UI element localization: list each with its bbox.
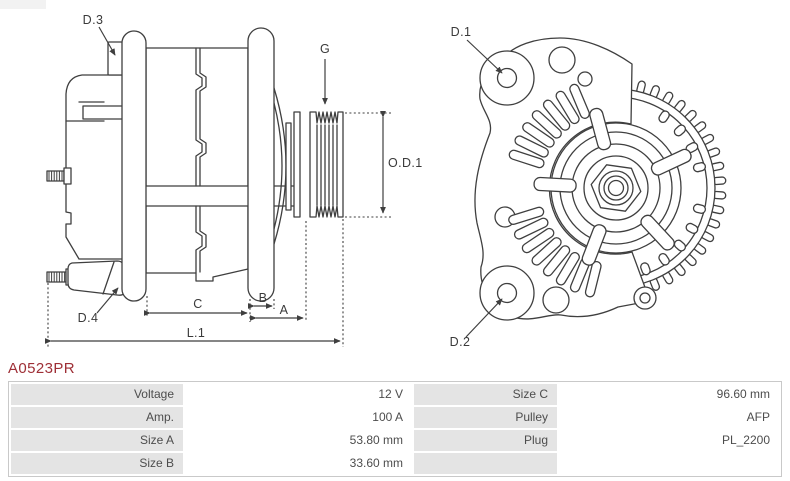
spec-value: 12 V — [378, 387, 403, 401]
spec-value: PL_2200 — [721, 433, 770, 447]
alternator-technical-diagram: D.3 G O.D.1 D.4 C B A L.1 D.1 D.2 — [44, 13, 727, 349]
spec-value — [559, 453, 779, 474]
spec-label: Voltage — [11, 384, 183, 405]
spec-label — [414, 453, 557, 474]
spec-label: Size A — [11, 430, 183, 451]
dim-label-d1: D.1 — [451, 25, 472, 39]
dimension-labels: D.3 G O.D.1 D.4 C B A L.1 D.1 D.2 — [78, 13, 472, 349]
dim-label-d4: D.4 — [78, 311, 99, 325]
spec-label: Amp. — [11, 407, 183, 428]
spec-value: 100 A — [372, 410, 403, 424]
dim-label-a: A — [280, 303, 289, 317]
dim-label-b: B — [259, 291, 268, 305]
spec-label: Size C — [414, 384, 557, 405]
dim-label-od1: O.D.1 — [388, 156, 423, 170]
spec-value: 53.80 mm — [349, 433, 403, 447]
spec-value: 33.60 mm — [349, 456, 403, 470]
watermark — [0, 0, 46, 9]
spec-label: Size B — [11, 453, 183, 474]
spec-value: AFP — [746, 410, 770, 424]
part-number-heading: A0523PR — [8, 360, 76, 377]
dim-label-d2: D.2 — [450, 335, 471, 349]
spec-label: Pulley — [414, 407, 557, 428]
rear-view-drawing — [474, 37, 727, 321]
dim-label-d3: D.3 — [83, 13, 104, 27]
spec-label: Plug — [414, 430, 557, 451]
dimension-lines — [44, 26, 503, 347]
spec-value: 96.60 mm — [716, 387, 770, 401]
specifications-table: Voltage 12 V Size C 96.60 mm Amp. 100 A … — [8, 381, 782, 477]
dim-label-c: C — [193, 297, 202, 311]
side-view-drawing — [46, 27, 344, 302]
dim-label-g: G — [320, 42, 330, 56]
dim-label-l1: L.1 — [187, 326, 206, 340]
